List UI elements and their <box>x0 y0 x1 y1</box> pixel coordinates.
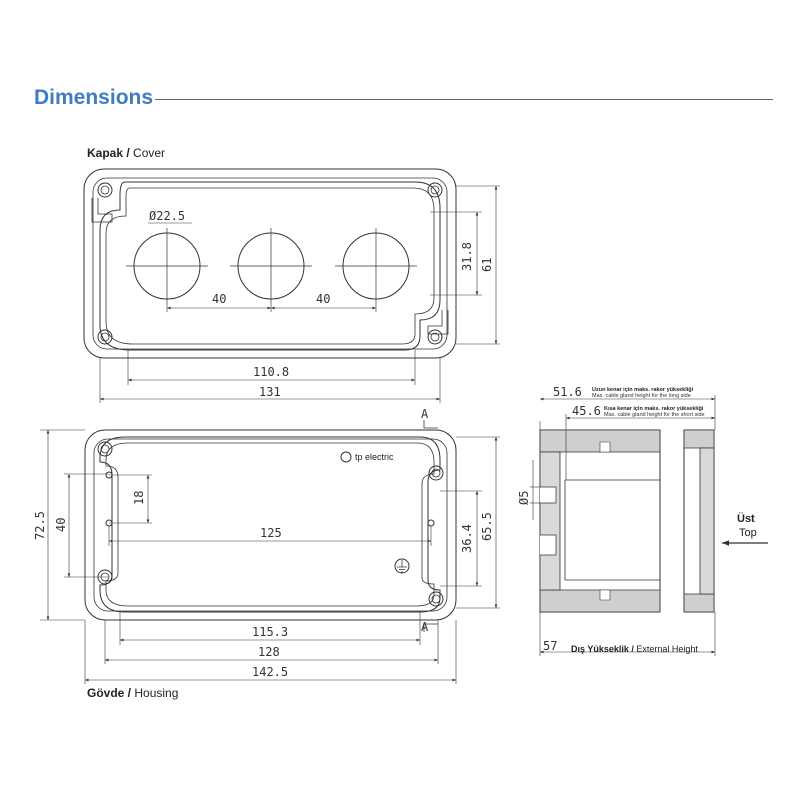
section-height-label: Dış Yükseklik / External Height <box>571 644 698 654</box>
section-mark-bottom-line <box>423 623 438 632</box>
section-height-en: External Height <box>636 644 698 654</box>
section-bottom-wall <box>539 589 661 613</box>
cover-dim-hole-dia: Ø22.5 <box>149 209 185 223</box>
cover-caption-en: Cover <box>133 146 166 160</box>
housing-wall-outer <box>99 436 441 613</box>
section-dim-short-value: 45.6 <box>572 404 601 418</box>
cover-screw-tl-inner <box>100 185 110 195</box>
section-long-side-en: Max. cable gland height for the long sid… <box>592 393 691 399</box>
brand-logo-icon <box>340 451 352 463</box>
section-hole-1 <box>540 486 557 504</box>
cover-caption-tr: Kapak <box>87 146 124 160</box>
section-slot-top <box>599 441 611 453</box>
cover-gasket-inner <box>105 187 435 345</box>
section-cover-wall <box>699 447 715 595</box>
housing-dim-overall-height: 72.5 <box>33 511 47 540</box>
section-height-tr: Dış Yükseklik <box>571 644 630 654</box>
section-dim-hole-dia: Ø5 <box>517 491 531 505</box>
cover-screw-tr-inner <box>430 185 440 195</box>
section-mark-bottom: A <box>421 620 429 634</box>
housing-dim-body-width: 128 <box>258 645 280 659</box>
housing-view <box>40 420 500 684</box>
housing-screw-br <box>428 591 444 607</box>
cover-dim-hole-height: 31.8 <box>460 242 474 271</box>
section-short-side-tr: Kısa kenar için maks. rakor yüksekliği <box>604 406 704 412</box>
cover-screw-bl-inner <box>100 332 110 342</box>
section-back-wall <box>539 451 561 591</box>
housing-caption-sep: / <box>124 686 135 700</box>
housing-dim-mount-height: 40 <box>54 518 68 532</box>
housing-dim-inner-width: 115.3 <box>252 625 288 639</box>
top-label-tr: Üst <box>737 512 755 525</box>
top-label-en: Top <box>739 527 757 539</box>
housing-screw-tr-inner <box>431 468 441 478</box>
housing-dim-offset: 18 <box>132 491 146 505</box>
cover-hinge-right <box>427 310 449 335</box>
housing-outline <box>84 429 457 621</box>
housing-wall-inner <box>105 442 435 607</box>
cover-dim-inner-width: 110.8 <box>253 365 289 379</box>
ground-icon-symbol <box>397 560 407 573</box>
cover-screw-tr <box>427 182 443 198</box>
ground-icon <box>394 558 410 574</box>
cover-caption-sep: / <box>123 146 134 160</box>
section-top-wall <box>539 429 661 453</box>
housing-dim-inner-height: 36.4 <box>460 524 474 553</box>
section-view <box>530 395 768 656</box>
cover-screw-bl <box>97 329 113 345</box>
housing-dim-outer-height: 65.5 <box>480 512 494 541</box>
section-long-side-tr: Uzun kenar için maks. rakor yüksekliği <box>592 387 694 393</box>
section-dim-long-value: 51.6 <box>553 385 582 399</box>
housing-dim-pitch: 125 <box>260 526 282 540</box>
section-cover-bottom <box>683 593 715 613</box>
cover-screw-br-inner <box>430 332 440 342</box>
cover-view <box>83 168 500 403</box>
housing-caption: Gövde / Housing <box>87 686 178 700</box>
section-mark-top: A <box>421 407 429 421</box>
housing-mount-hole-right <box>427 519 435 527</box>
section-height-sep: / <box>629 644 637 654</box>
housing-screw-br-inner <box>431 594 441 604</box>
housing-outline-inner <box>93 438 448 612</box>
cover-gasket-outer <box>99 181 441 351</box>
cover-dim-pitch-2: 40 <box>316 292 330 306</box>
housing-dim-overall-width: 142.5 <box>252 665 288 679</box>
section-cover-top <box>683 429 715 449</box>
title-rule <box>155 99 773 100</box>
section-short-side-en: Max. cable gland height for the short si… <box>604 412 705 418</box>
cover-outline-inner <box>92 177 448 350</box>
cover-screw-tl <box>97 182 113 198</box>
section-hole-2 <box>540 534 557 556</box>
brand-logo-text: tp electric <box>355 452 394 462</box>
cover-dim-pitch-1: 40 <box>212 292 226 306</box>
cover-dim-outer-width: 131 <box>259 385 281 399</box>
cover-screw-br <box>427 329 443 345</box>
section-dim-height-value: 57 <box>543 639 557 653</box>
housing-screw-tl-inner <box>100 444 110 454</box>
housing-caption-en: Housing <box>134 686 179 700</box>
cover-hinge-left <box>91 198 113 223</box>
cover-dim-outer-height: 61 <box>480 258 494 272</box>
section-slot-bottom <box>599 589 611 601</box>
housing-caption-tr: Gövde <box>87 686 125 700</box>
page-title: Dimensions <box>34 86 154 109</box>
cover-outline <box>83 168 457 359</box>
housing-screw-tl <box>97 441 113 457</box>
section-mark-top-line <box>423 420 438 429</box>
housing-screw-tr <box>428 465 444 481</box>
cover-caption: Kapak / Cover <box>87 146 165 160</box>
